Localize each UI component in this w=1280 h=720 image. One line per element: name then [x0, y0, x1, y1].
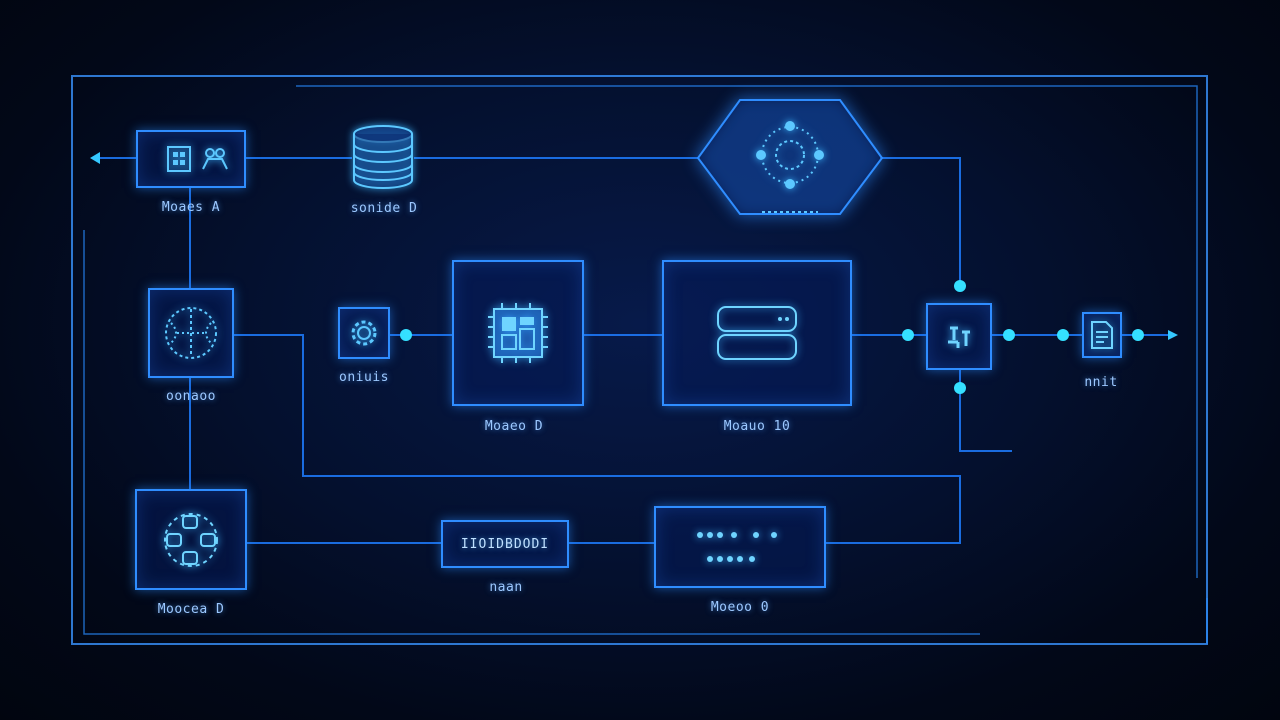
bus-label: naan [489, 580, 523, 595]
arrow-right-icon [1168, 330, 1178, 340]
bus-text: IIOIDBDODI [460, 536, 550, 552]
switch-icon [948, 326, 970, 348]
small-node[interactable] [338, 307, 390, 359]
device-node[interactable] [148, 288, 234, 378]
connector-dot [954, 382, 966, 394]
module-e-label: Moeoo 0 [710, 600, 770, 615]
chip-icon [488, 303, 548, 363]
module-d-label: Moocea D [157, 602, 225, 617]
output-node[interactable] [1082, 312, 1122, 358]
connector-dot [954, 280, 966, 292]
wire-device-loop [234, 334, 961, 544]
database-icon [353, 125, 413, 189]
connector-dot [400, 329, 412, 341]
module-b-label: Moaeo D [484, 419, 544, 434]
device-label: oonaoo [166, 389, 216, 404]
module-c-node[interactable] [662, 260, 852, 406]
gear-icon [351, 320, 377, 346]
connector-dot [1057, 329, 1069, 341]
inner-frame-top-right [296, 85, 1198, 578]
network-hub-icon [756, 121, 824, 189]
wire-router-down [959, 370, 1012, 452]
module-e-node[interactable] [654, 506, 826, 588]
signal-dots-icon [697, 532, 777, 562]
inner-frame-bottom-left [83, 230, 980, 635]
router-node[interactable] [926, 303, 992, 370]
output-label: nnit [1084, 375, 1118, 390]
server-icon [717, 306, 797, 360]
module-d-node[interactable] [135, 489, 247, 590]
module-a-node[interactable] [136, 130, 246, 188]
arrow-left-icon [90, 152, 100, 164]
cluster-icon [164, 512, 218, 567]
wire-hub-to-router [880, 157, 961, 286]
grid-user-icon [167, 146, 228, 172]
document-icon [1091, 321, 1113, 349]
connector-dot [1003, 329, 1015, 341]
hub-hexagon [696, 99, 884, 215]
module-c-label: Moauo 10 [723, 419, 791, 434]
small-node-label: oniuis [339, 370, 389, 385]
brain-icon [165, 307, 217, 359]
module-b-node[interactable] [452, 260, 584, 406]
module-a-label: Moaes A [161, 200, 221, 215]
bus-node[interactable]: IIOIDBDODI [441, 520, 569, 568]
connector-dot [902, 329, 914, 341]
connector-dot [1132, 329, 1144, 341]
storage-label: sonide D [350, 201, 418, 216]
storage-node[interactable] [352, 124, 414, 190]
